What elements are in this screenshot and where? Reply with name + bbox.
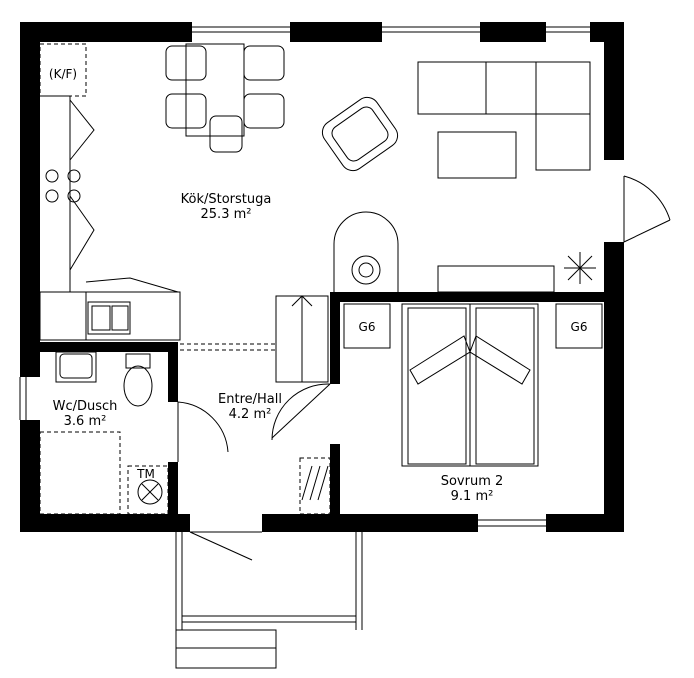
wc-fixtures (39, 351, 169, 515)
porch (175, 532, 363, 669)
wardrobe-right (555, 303, 603, 349)
room-name-hall: Entre/Hall (218, 392, 282, 407)
dining-set (165, 43, 285, 153)
shoe-rack (299, 457, 331, 515)
fridge-freezer-label: (K/F) (49, 67, 77, 81)
coffee-table (437, 131, 517, 179)
double-bed (401, 303, 539, 467)
armchair (321, 96, 399, 172)
room-area-living: 25.3 m² (201, 207, 252, 222)
walls (20, 22, 624, 532)
room-area-bedroom: 9.1 m² (451, 489, 494, 504)
fireplace (333, 211, 399, 292)
doors (177, 175, 671, 561)
room-area-hall: 4.2 m² (229, 407, 272, 422)
wardrobe-left-label: G6 (359, 320, 376, 334)
room-area-wc: 3.6 m² (64, 414, 107, 429)
washer-label: TM (136, 467, 155, 481)
room-name-bedroom: Sovrum 2 (441, 474, 504, 489)
kitchen-counter (39, 43, 181, 341)
sofa (417, 61, 591, 171)
hall-closet (275, 295, 329, 383)
room-name-living: Kök/Storstuga (181, 192, 272, 207)
windows (19, 26, 590, 527)
tv-bench (437, 265, 555, 293)
room-name-wc: Wc/Dusch (53, 399, 118, 414)
wardrobe-left (343, 303, 391, 349)
wardrobe-right-label: G6 (571, 320, 588, 334)
plant (564, 252, 596, 284)
